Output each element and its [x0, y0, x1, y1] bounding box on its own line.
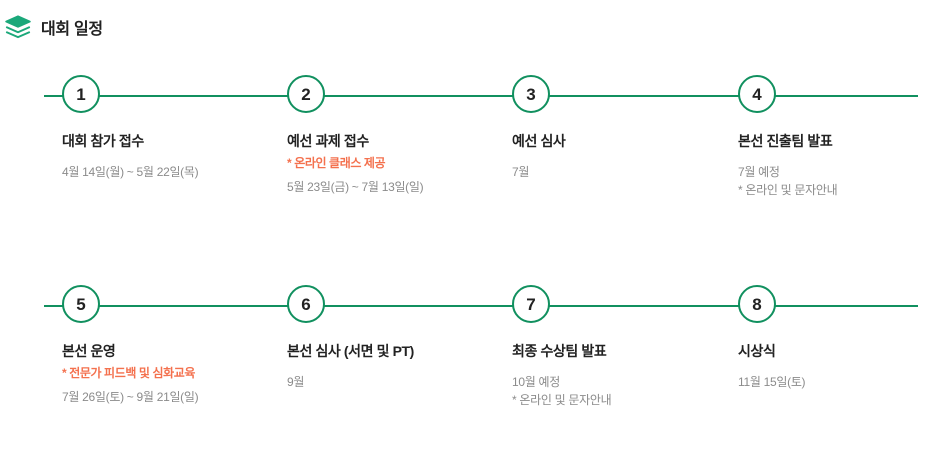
- step-title: 본선 운영: [62, 343, 116, 359]
- step-date-line: 9월: [287, 375, 305, 389]
- step-content: 본선 심사 (서면 및 PT) 9월: [287, 341, 502, 391]
- step-date-line: 5월 23일(금) ~ 7월 13일(일): [287, 180, 424, 194]
- step-title: 대회 참가 접수: [62, 133, 144, 149]
- step-number-badge[interactable]: 2: [287, 75, 325, 113]
- step-number-badge[interactable]: 1: [62, 75, 100, 113]
- step-number-badge[interactable]: 5: [62, 285, 100, 323]
- step-number-badge[interactable]: 4: [738, 75, 776, 113]
- step-content: 예선 심사 7월: [512, 131, 727, 181]
- step-content: 시상식 11월 15일(토): [738, 341, 936, 391]
- step-title: 본선 심사 (서면 및 PT): [287, 343, 414, 359]
- step-title: 최종 수상팀 발표: [512, 343, 607, 359]
- step-dates: 5월 23일(금) ~ 7월 13일(일): [287, 178, 502, 196]
- step-content: 본선 운영 * 전문가 피드백 및 심화교육 7월 26일(토) ~ 9월 21…: [62, 341, 277, 406]
- timeline-axis-line: [44, 305, 918, 307]
- step-date-line: 4월 14일(월) ~ 5월 22일(목): [62, 165, 199, 179]
- step-title: 예선 심사: [512, 133, 566, 149]
- step-title: 시상식: [738, 343, 776, 359]
- step-dates: 10월 예정 * 온라인 및 문자안내: [512, 373, 727, 409]
- step-dates: 9월: [287, 373, 502, 391]
- step-content: 최종 수상팀 발표 10월 예정 * 온라인 및 문자안내: [512, 341, 727, 409]
- step-content: 본선 진출팀 발표 7월 예정 * 온라인 및 문자안내: [738, 131, 936, 199]
- step-content: 예선 과제 접수 * 온라인 클래스 제공 5월 23일(금) ~ 7월 13일…: [287, 131, 502, 196]
- step-title: 본선 진출팀 발표: [738, 133, 833, 149]
- step-number-badge[interactable]: 8: [738, 285, 776, 323]
- layers-stack-icon: [0, 14, 33, 40]
- step-dates: 7월: [512, 163, 727, 181]
- step-date-line: 7월 예정: [738, 165, 780, 179]
- step-dates: 7월 예정 * 온라인 및 문자안내: [738, 163, 936, 199]
- step-note: * 전문가 피드백 및 심화교육: [62, 366, 196, 380]
- step-dates: 7월 26일(토) ~ 9월 21일(일): [62, 388, 277, 406]
- section-header: 대회 일정: [0, 12, 103, 42]
- step-content: 대회 참가 접수 4월 14일(월) ~ 5월 22일(목): [62, 131, 277, 181]
- step-date-line: 7월: [512, 165, 530, 179]
- step-date-line: 11월 15일(토): [738, 375, 806, 389]
- step-date-line: 10월 예정: [512, 375, 561, 389]
- step-date-line: * 온라인 및 문자안내: [738, 183, 838, 197]
- step-title: 예선 과제 접수: [287, 133, 369, 149]
- page-title: 대회 일정: [41, 21, 103, 38]
- step-number-badge[interactable]: 3: [512, 75, 550, 113]
- step-date-line: 7월 26일(토) ~ 9월 21일(일): [62, 390, 199, 404]
- step-number-badge[interactable]: 6: [287, 285, 325, 323]
- step-note: * 온라인 클래스 제공: [287, 156, 386, 170]
- step-dates: 4월 14일(월) ~ 5월 22일(목): [62, 163, 277, 181]
- step-dates: 11월 15일(토): [738, 373, 936, 391]
- step-number-badge[interactable]: 7: [512, 285, 550, 323]
- step-date-line: * 온라인 및 문자안내: [512, 393, 612, 407]
- timeline-axis-line: [44, 95, 918, 97]
